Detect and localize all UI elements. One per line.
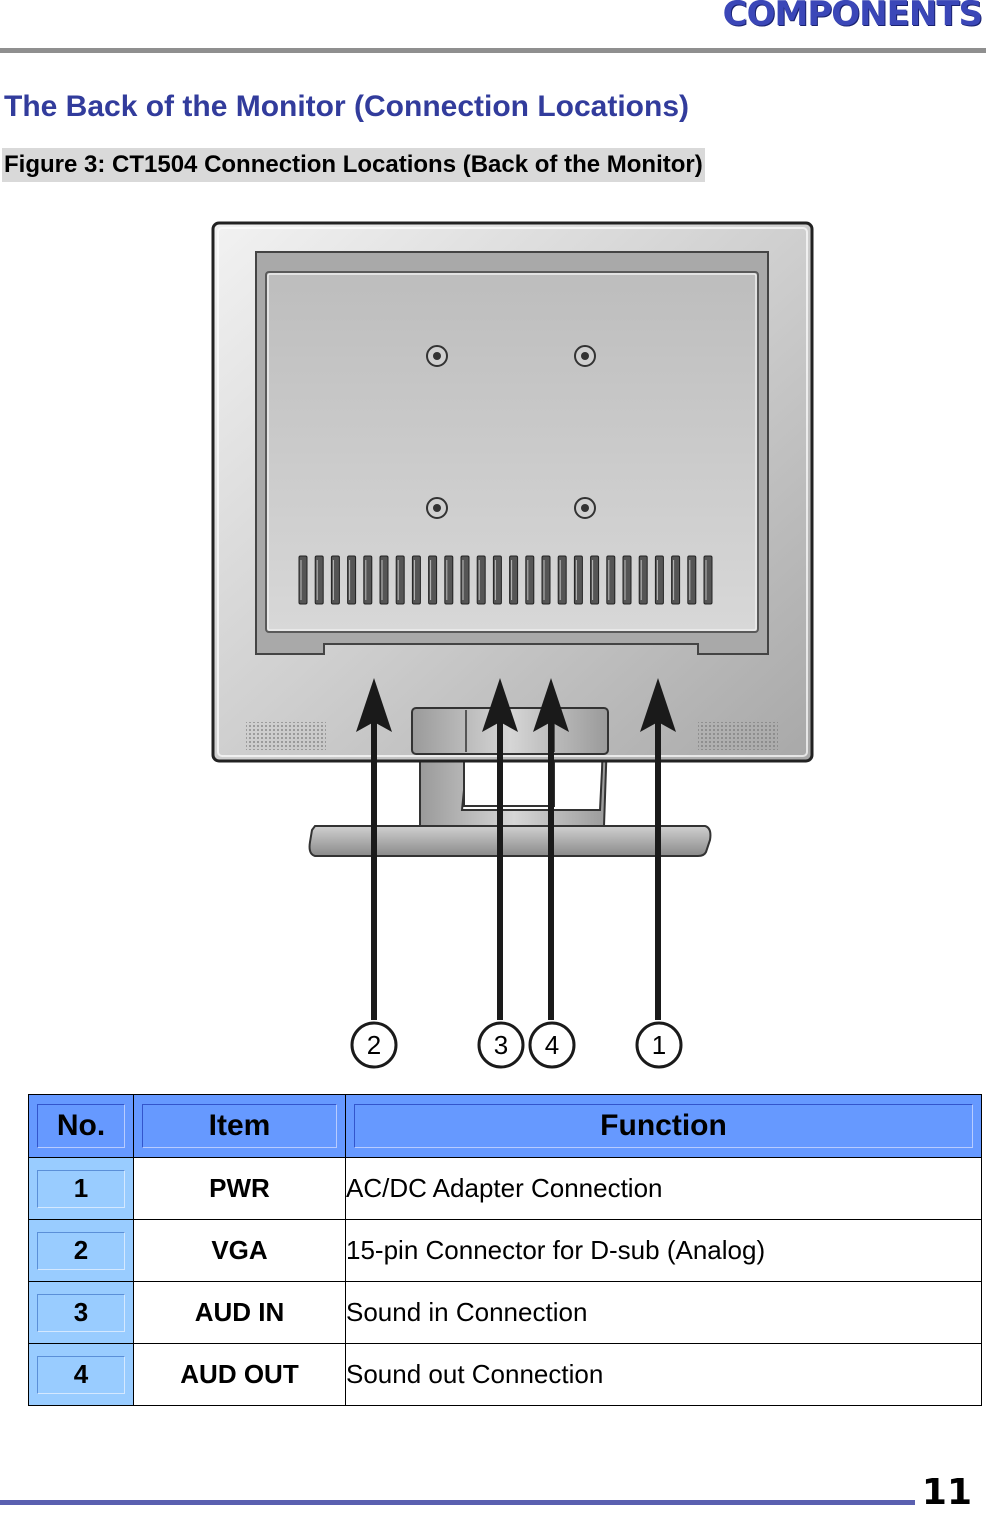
stand-base bbox=[308, 825, 712, 857]
vent-slot bbox=[557, 555, 567, 605]
table-row: 1 PWR AC/DC Adapter Connection bbox=[28, 1157, 982, 1220]
header-no: No. bbox=[28, 1094, 134, 1158]
callout-label: 4 bbox=[545, 1030, 559, 1060]
speaker-grille-right bbox=[698, 722, 778, 750]
callout-label: 1 bbox=[652, 1030, 666, 1060]
vent-slot bbox=[671, 555, 681, 605]
vent-slot bbox=[411, 555, 421, 605]
vent-slot bbox=[395, 555, 405, 605]
monitor-back-figure: 2 3 4 1 bbox=[211, 221, 814, 1069]
figure-caption: Figure 3: CT1504 Connection Locations (B… bbox=[2, 148, 705, 182]
speaker-grille-left bbox=[246, 722, 326, 750]
callout-circle-1: 1 bbox=[635, 1021, 683, 1069]
row-number: 4 bbox=[28, 1343, 134, 1406]
vent-slot bbox=[428, 555, 438, 605]
vent-slot bbox=[298, 555, 308, 605]
row-item: AUD IN bbox=[133, 1281, 346, 1344]
vent-slot bbox=[379, 555, 389, 605]
row-function: AC/DC Adapter Connection bbox=[345, 1157, 982, 1220]
row-item: PWR bbox=[133, 1157, 346, 1220]
callout-label: 2 bbox=[367, 1030, 381, 1060]
row-number: 2 bbox=[28, 1219, 134, 1282]
header-item: Item bbox=[133, 1094, 346, 1158]
header-function: Function bbox=[345, 1094, 982, 1158]
table-row: 3 AUD IN Sound in Connection bbox=[28, 1281, 982, 1344]
vent-slot bbox=[492, 555, 502, 605]
callout-circle-3: 3 bbox=[477, 1021, 525, 1069]
page-number: 11 bbox=[921, 1472, 972, 1513]
vent-slot bbox=[460, 555, 470, 605]
callout-circle-4: 4 bbox=[528, 1021, 576, 1069]
callout-arrows bbox=[356, 678, 676, 1020]
connection-table: No. Item Function 1 PWR AC/DC Adapter Co… bbox=[28, 1094, 982, 1406]
vent-slot bbox=[314, 555, 324, 605]
vent-slot bbox=[363, 555, 373, 605]
vent-slot bbox=[347, 555, 357, 605]
row-function: Sound out Connection bbox=[345, 1343, 982, 1406]
row-number: 3 bbox=[28, 1281, 134, 1344]
vent-slot bbox=[638, 555, 648, 605]
vent-slot bbox=[330, 555, 340, 605]
callout-label: 3 bbox=[494, 1030, 508, 1060]
vent-slot bbox=[444, 555, 454, 605]
vent-slot bbox=[541, 555, 551, 605]
row-item: AUD OUT bbox=[133, 1343, 346, 1406]
row-item: VGA bbox=[133, 1219, 346, 1282]
vent-slot bbox=[703, 555, 713, 605]
table-row: 2 VGA 15-pin Connector for D-sub (Analog… bbox=[28, 1219, 982, 1282]
vent-slot bbox=[509, 555, 519, 605]
vent-slots bbox=[298, 555, 713, 605]
page-header-title: COMPONENTS bbox=[722, 0, 983, 34]
section-title: The Back of the Monitor (Connection Loca… bbox=[4, 90, 689, 123]
header-divider bbox=[0, 48, 986, 53]
footer-divider bbox=[0, 1500, 915, 1505]
vent-slot bbox=[573, 555, 583, 605]
vent-slot bbox=[687, 555, 697, 605]
vent-slot bbox=[525, 555, 535, 605]
table-row: 4 AUD OUT Sound out Connection bbox=[28, 1343, 982, 1406]
vent-slot bbox=[476, 555, 486, 605]
vent-slot bbox=[622, 555, 632, 605]
vent-slot bbox=[654, 555, 664, 605]
vent-slot bbox=[606, 555, 616, 605]
vent-slot bbox=[590, 555, 600, 605]
row-number: 1 bbox=[28, 1157, 134, 1220]
table-header-row: No. Item Function bbox=[28, 1094, 982, 1158]
mount-screws bbox=[426, 345, 596, 519]
row-function: Sound in Connection bbox=[345, 1281, 982, 1344]
callout-circle-2: 2 bbox=[350, 1021, 398, 1069]
row-function: 15-pin Connector for D-sub (Analog) bbox=[345, 1219, 982, 1282]
